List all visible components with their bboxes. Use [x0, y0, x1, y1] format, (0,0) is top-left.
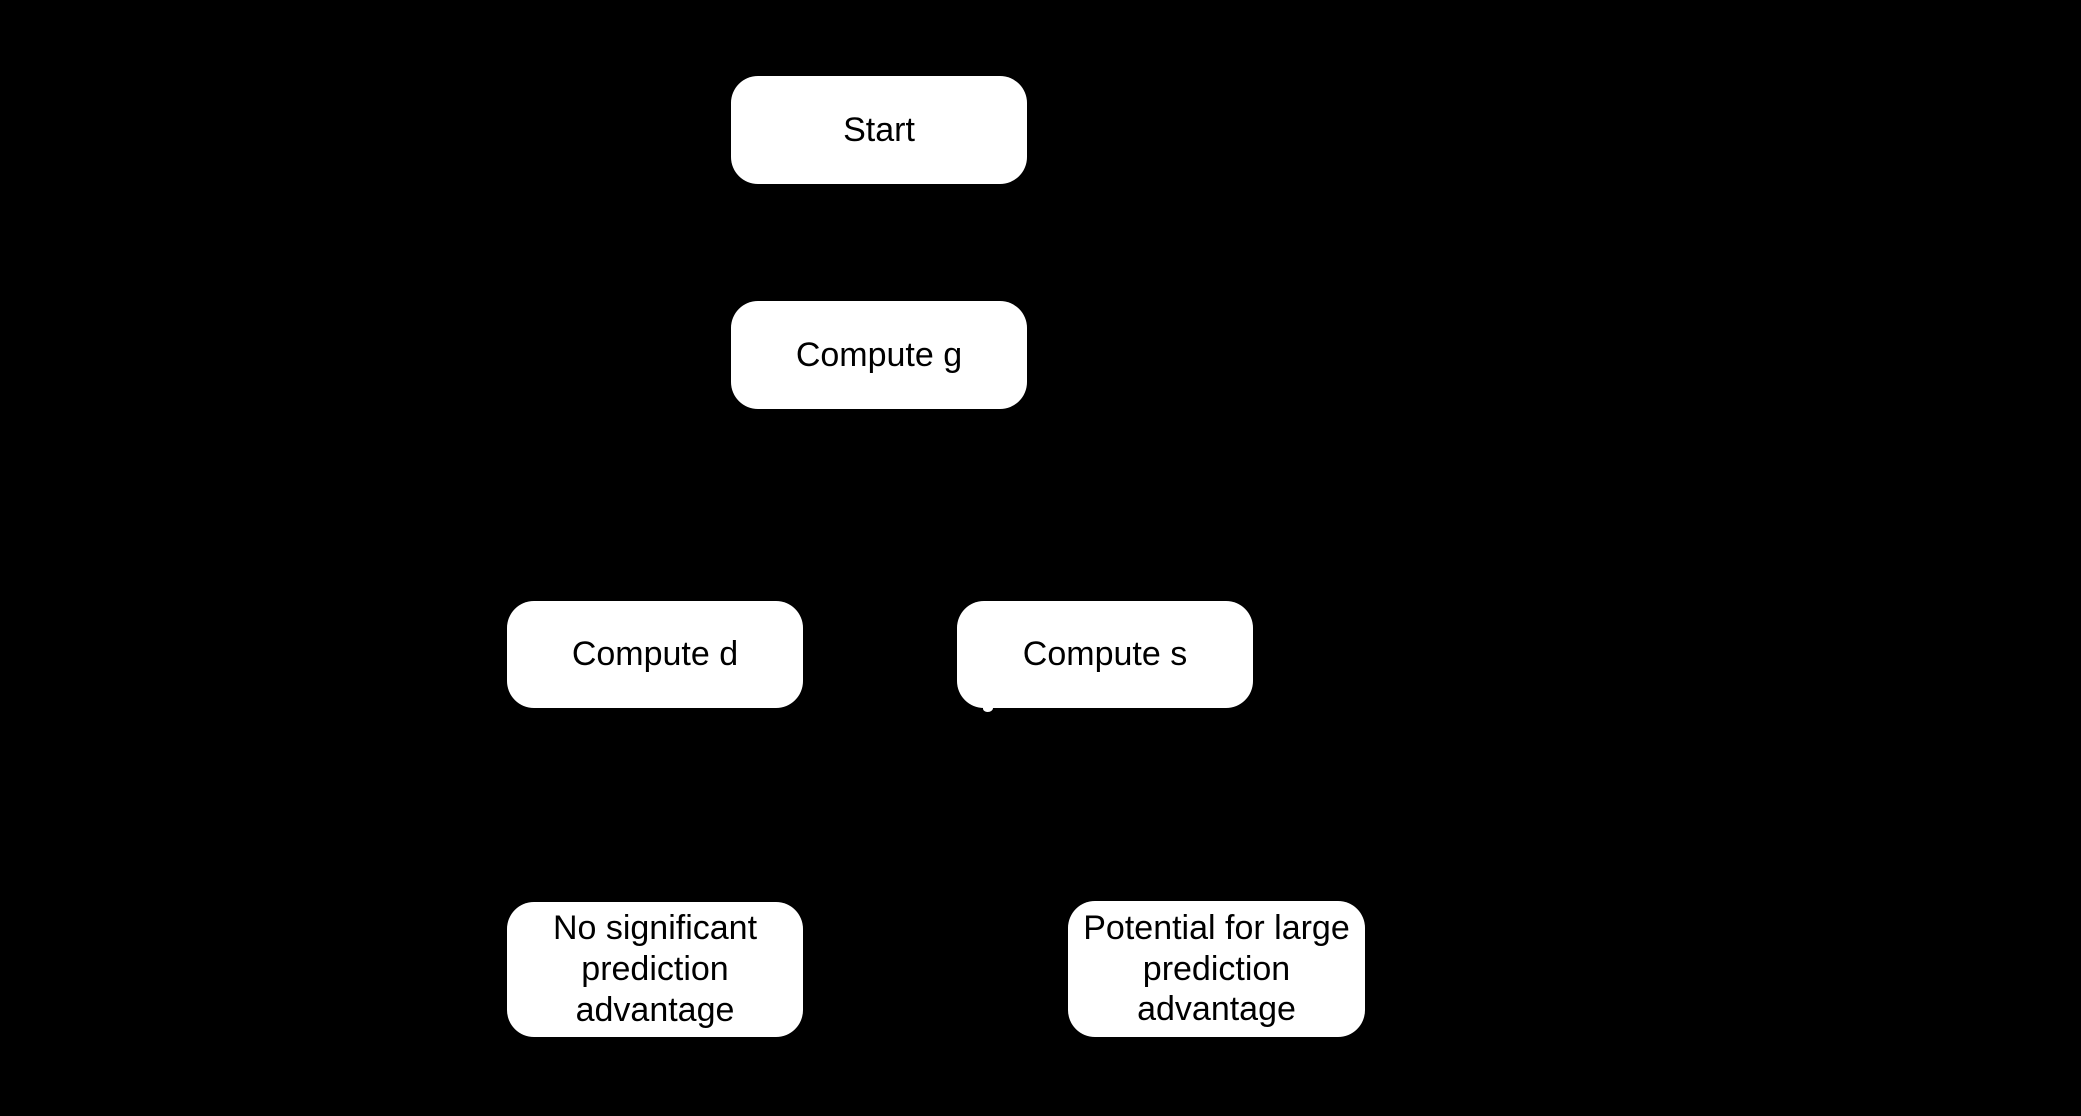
node-label-start: Start	[843, 110, 915, 149]
node-label-potential-large-advantage: Potential for large prediction advantage	[1083, 908, 1350, 1029]
node-label-compute-d: Compute d	[571, 635, 739, 674]
flowchart-node-no-significant-advantage: No significant prediction advantage	[507, 902, 803, 1037]
flowchart-node-potential-large-advantage: Potential for large prediction advantage	[1068, 901, 1365, 1037]
flowchart-node-compute-d: Compute d	[507, 601, 803, 708]
flowchart-node-compute-g: Compute g	[731, 301, 1027, 409]
stray-white-mark	[983, 705, 993, 712]
flowchart-node-start: Start	[731, 76, 1027, 184]
node-label-compute-s: Compute s	[1022, 635, 1188, 674]
node-label-compute-g: Compute g	[795, 335, 963, 374]
node-label-no-significant-advantage: No significant prediction advantage	[552, 909, 758, 1029]
flowchart-node-compute-s: Compute s	[957, 601, 1253, 708]
